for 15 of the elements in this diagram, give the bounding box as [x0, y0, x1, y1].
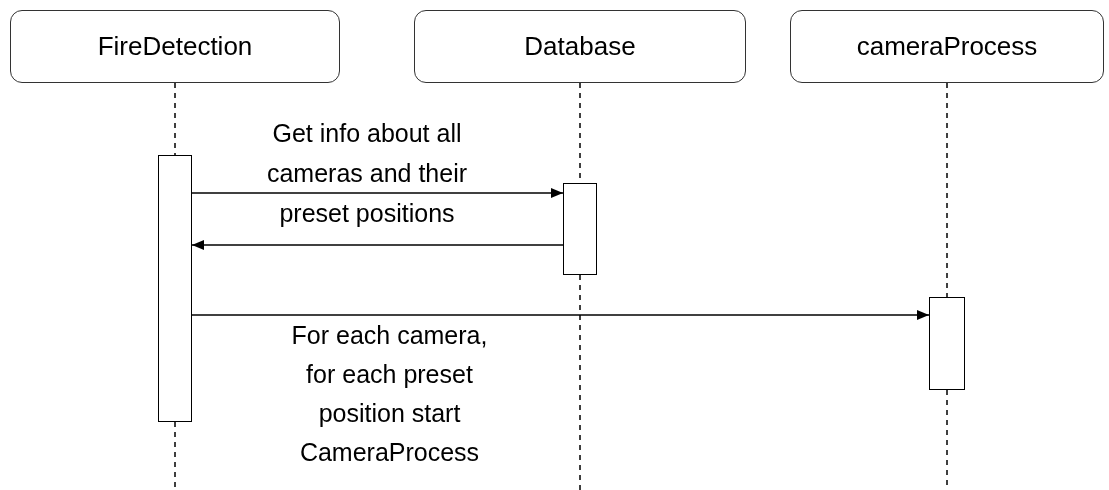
edge-label: Get info about all cameras and their preset positions	[265, 118, 469, 229]
message-arrow	[191, 188, 564, 198]
lifeline	[174, 421, 176, 490]
edge-label: For each camera, for each preset position start CameraProcess	[290, 320, 489, 468]
lifeline-header: cameraProcess	[790, 10, 1104, 83]
lifeline-header: FireDetection	[10, 10, 340, 83]
lifeline	[946, 82, 948, 298]
lifeline	[579, 274, 581, 490]
activation-bar	[563, 183, 597, 275]
lifeline-header: Database	[414, 10, 746, 83]
message-arrow	[191, 310, 930, 320]
lifeline	[174, 82, 176, 156]
activation-bar	[929, 297, 965, 390]
activation-bar	[158, 155, 192, 422]
message-arrow	[191, 240, 564, 250]
